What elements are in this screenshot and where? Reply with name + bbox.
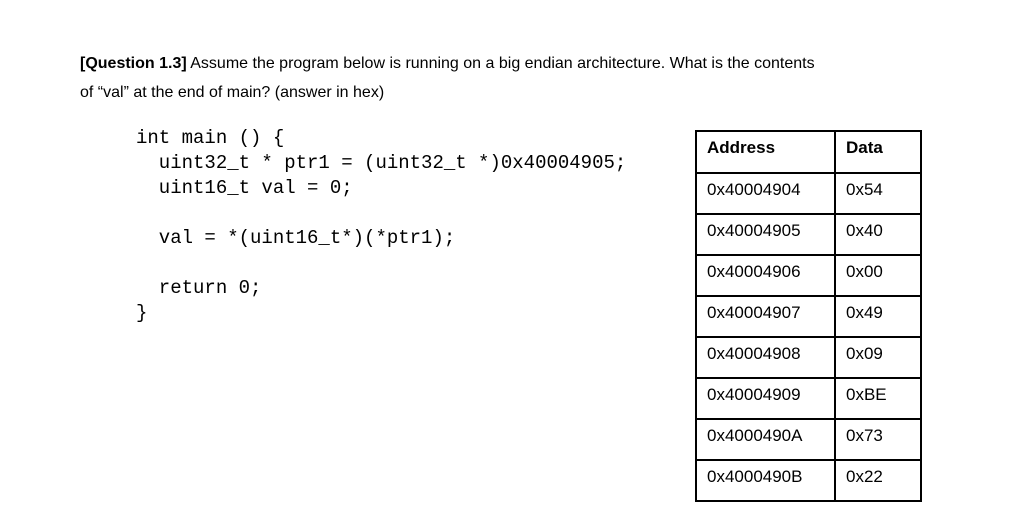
question-number: [Question 1.3] (80, 55, 187, 72)
address-cell: 0x40004906 (695, 254, 836, 297)
code-block: int main () { uint32_t * ptr1 = (uint32_… (136, 127, 627, 324)
data-cell: 0x22 (834, 459, 922, 502)
question-line-1: [Question 1.3] Assume the program below … (80, 49, 815, 78)
memory-table-header: Address Data (695, 130, 922, 174)
address-cell: 0x4000490B (695, 459, 836, 502)
data-cell: 0x54 (834, 172, 922, 215)
address-cell: 0x40004909 (695, 377, 836, 420)
header-row: Address Data (695, 130, 922, 174)
address-cell: 0x4000490A (695, 418, 836, 461)
question-text: [Question 1.3] Assume the program below … (80, 49, 815, 107)
question-line-2: of “val” at the end of main? (answer in … (80, 84, 385, 101)
data-cell: 0xBE (834, 377, 922, 420)
data-cell: 0x49 (834, 295, 922, 338)
address-cell: 0x40004908 (695, 336, 836, 379)
question-line1-text: Assume the program below is running on a… (190, 55, 815, 72)
data-cell: 0x09 (834, 336, 922, 379)
address-cell: 0x40004904 (695, 172, 836, 215)
data-cell: 0x73 (834, 418, 922, 461)
data-cell: 0x40 (834, 213, 922, 256)
data-cell: 0x00 (834, 254, 922, 297)
col-header-address: Address (695, 130, 836, 174)
address-cell: 0x40004907 (695, 295, 836, 338)
col-header-data: Data (834, 130, 922, 174)
address-cell: 0x40004905 (695, 213, 836, 256)
